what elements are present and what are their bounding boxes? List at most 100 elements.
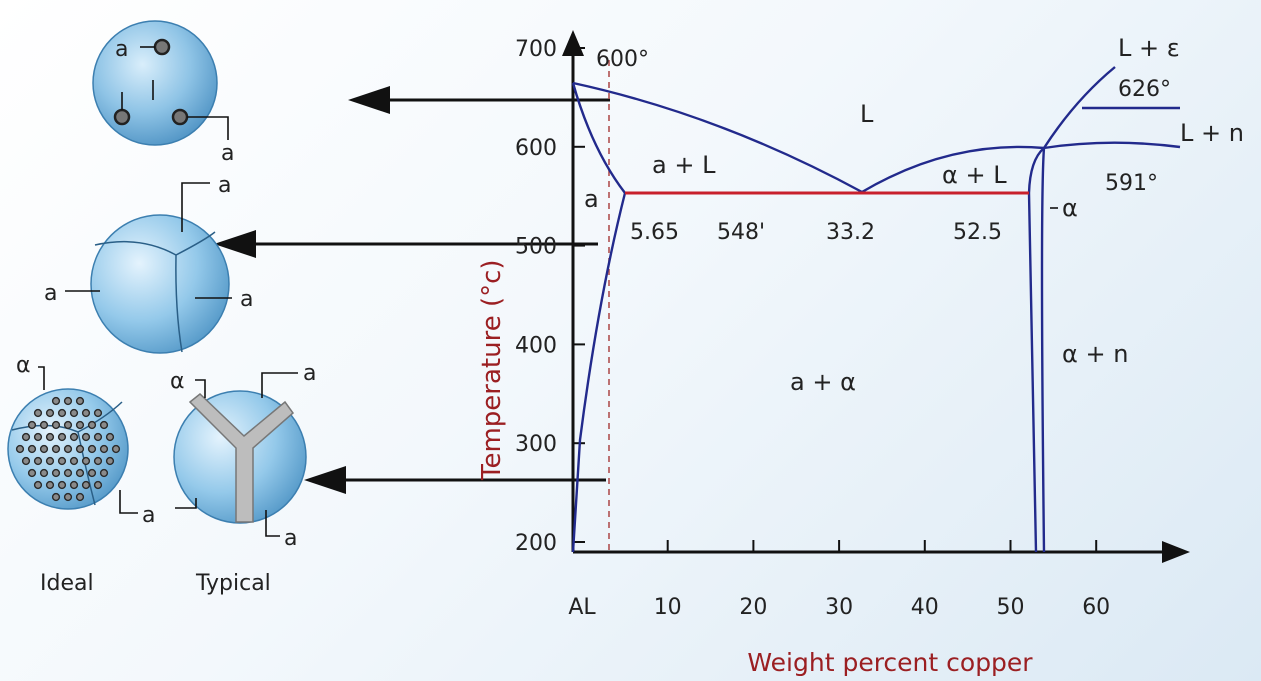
- precipitate-dot: [99, 468, 109, 478]
- precipitate-dot: [51, 468, 61, 478]
- precipitate-dot: [93, 432, 103, 442]
- precipitate-dot: [81, 408, 91, 418]
- x-tick-label: 50: [997, 595, 1025, 620]
- precipitate-dot: [75, 468, 85, 478]
- grain-boundary-phase: [188, 393, 295, 523]
- precipitate-dot: [63, 444, 73, 454]
- precipitate-dot: [27, 420, 37, 430]
- theta-right-boundary: [1040, 147, 1046, 553]
- precipitate-dot: [39, 468, 49, 478]
- liquidus-left: [572, 81, 863, 194]
- precipitate-dot: [75, 492, 85, 502]
- precipitate-dot: [111, 444, 121, 454]
- precipitate-dot: [87, 444, 97, 454]
- microstructure-ideal: α a Ideal: [7, 353, 155, 596]
- precipitate-dot: [99, 420, 109, 430]
- grain-circle: [90, 214, 230, 354]
- microstructure-middle: a a a: [44, 173, 253, 354]
- x-tick-label: 30: [825, 595, 853, 620]
- precipitate-dot: [69, 408, 79, 418]
- label-626: 626°: [1118, 77, 1171, 102]
- solvus-left: [571, 192, 627, 553]
- y-tick-label: 700: [515, 37, 557, 62]
- region-L-plus-n: L + n: [1180, 119, 1244, 147]
- precipitate-dot: [93, 408, 103, 418]
- precipitate-dot: [27, 444, 37, 454]
- precipitate-dot: [81, 480, 91, 490]
- precipitate-dot: [57, 480, 67, 490]
- x-tick-label: 40: [911, 595, 939, 620]
- x-tick-label: 60: [1082, 595, 1110, 620]
- top-label-a: a: [115, 37, 128, 62]
- upper-liquidus: [1042, 66, 1116, 149]
- liquidus-right: [861, 145, 1045, 194]
- precipitate-dot: [33, 480, 43, 490]
- precipitate-dot: [87, 420, 97, 430]
- precipitate-dot: [45, 456, 55, 466]
- precipitate-dot: [15, 444, 25, 454]
- middle-label-a-top: a: [218, 173, 231, 198]
- precipitate-dot: [63, 468, 73, 478]
- label-theta-comp: 52.5: [953, 220, 1002, 245]
- boundary-591: [1043, 141, 1181, 150]
- label-600: 600°: [596, 47, 649, 72]
- middle-label-a-right: a: [240, 287, 253, 312]
- precipitate-dot: [21, 432, 31, 442]
- region-alpha: α: [1062, 194, 1078, 222]
- precipitate-dot: [51, 444, 61, 454]
- precipitate-dot: [69, 432, 79, 442]
- precipitate-dots: [15, 396, 121, 502]
- label-eutectic-comp: 33.2: [826, 220, 875, 245]
- grain-circle: [92, 20, 218, 146]
- theta-left-boundary: [1027, 147, 1045, 553]
- y-tick-label: 600: [515, 136, 557, 161]
- precipitate-dot: [39, 420, 49, 430]
- precipitate-dot: [57, 408, 67, 418]
- typical-label-a-top: a: [303, 361, 316, 386]
- region-a-plus-alpha: a + α: [790, 368, 856, 396]
- precipitate-dot: [81, 456, 91, 466]
- x-ticks: AL 10 20 30 40 50 60: [568, 540, 1110, 620]
- precipitate-dot: [69, 480, 79, 490]
- region-liquid: L: [860, 100, 874, 128]
- precipitate-dot: [57, 456, 67, 466]
- region-a: a: [584, 185, 599, 213]
- x-axis-title: Weight percent copper: [747, 648, 1033, 677]
- precipitate-dot: [93, 480, 103, 490]
- precipitate-dot: [63, 492, 73, 502]
- ideal-caption: Ideal: [40, 571, 94, 596]
- precipitate-dot: [105, 456, 115, 466]
- microstructure-typical: α a a Typical: [170, 361, 316, 596]
- typical-caption: Typical: [195, 571, 271, 596]
- x-tick-label: AL: [568, 595, 596, 620]
- precipitate-dot: [75, 444, 85, 454]
- typical-label-alpha: α: [170, 369, 185, 394]
- precipitate-dot: [33, 432, 43, 442]
- arrow-to-middle-structure: [214, 230, 598, 258]
- precipitate-dot: [33, 456, 43, 466]
- typical-label-a-bottom: a: [284, 526, 297, 551]
- solidus-left: [571, 82, 626, 194]
- precipitate-dot: [87, 468, 97, 478]
- precipitate-dot: [51, 420, 61, 430]
- particle: [153, 38, 171, 56]
- precipitate-dot: [75, 420, 85, 430]
- precipitate-dot: [63, 420, 73, 430]
- precipitate-dot: [45, 480, 55, 490]
- arrow-to-top-structure: [348, 86, 610, 114]
- phase-boundaries: [571, 66, 1181, 553]
- precipitate-dot: [33, 408, 43, 418]
- precipitate-dot: [45, 408, 55, 418]
- precipitate-dot: [27, 468, 37, 478]
- x-tick-label: 10: [654, 595, 682, 620]
- precipitate-dot: [45, 432, 55, 442]
- middle-label-a-left: a: [44, 281, 57, 306]
- precipitate-dot: [69, 456, 79, 466]
- y-axis-title: Temperature (°c): [477, 259, 507, 481]
- precipitate-dot: [51, 396, 61, 406]
- precipitate-dot: [93, 456, 103, 466]
- precipitate-dot: [57, 432, 67, 442]
- x-tick-label: 20: [739, 595, 767, 620]
- precipitate-dot: [75, 396, 85, 406]
